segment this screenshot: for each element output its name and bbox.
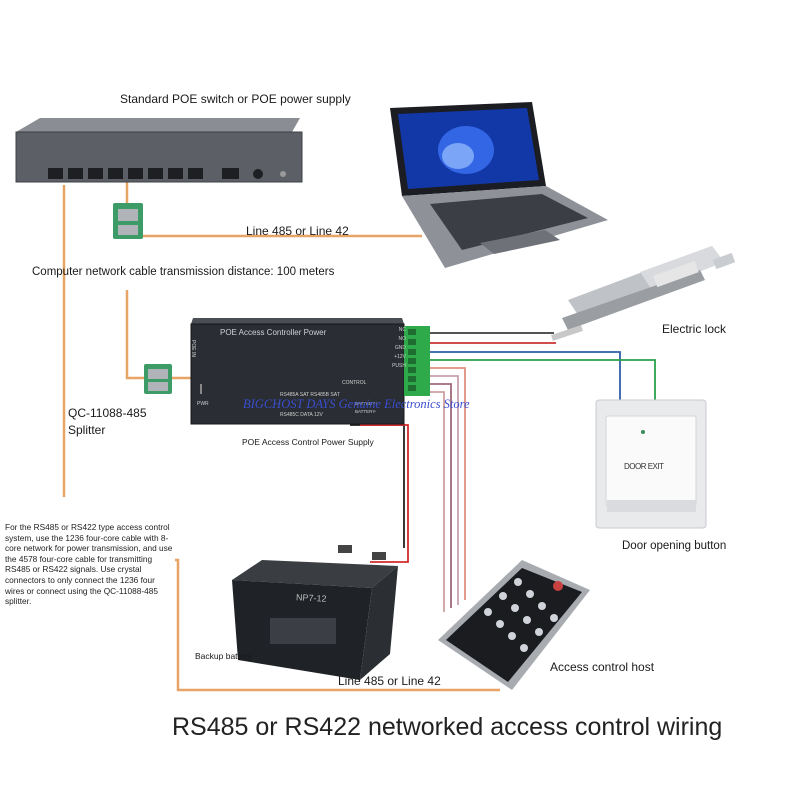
- access-host-label: Access control host: [550, 660, 655, 674]
- store-watermark: BIGCHOST DAYS Genuine Electronics Store: [243, 397, 470, 411]
- orange-cables: [62, 182, 500, 692]
- terminal-label: PUSH: [392, 362, 406, 369]
- line-bottom-label: Line 485 or Line 42: [338, 674, 441, 688]
- controller-side-label-pwr: PWR: [197, 401, 209, 407]
- wiring-note: For the RS485 or RS422 type access contr…: [5, 522, 175, 638]
- signal-wires: [350, 332, 656, 612]
- terminal-label: GND: [394, 344, 406, 351]
- splitter-model-label: QC-11088-485: [68, 406, 147, 420]
- door-exit-button: [595, 399, 707, 529]
- terminal-label: NO: [398, 335, 407, 342]
- poe-switch-label: Standard POE switch or POE power supply: [120, 92, 351, 106]
- electric-lock: [551, 246, 736, 341]
- controller-terminal-labels: NC NO GND +12V PUSH: [386, 326, 406, 371]
- top-splitter: [113, 203, 143, 239]
- electric-lock-label: Electric lock: [662, 322, 727, 336]
- door-button-label: Door opening button: [622, 540, 727, 552]
- poe-switch: [15, 118, 303, 183]
- terminal-label-battery-pos: BATTERY+: [355, 401, 378, 406]
- terminal-label-battery-neg: BATTERY-: [355, 409, 377, 414]
- battery-model-text: NP7-12: [295, 592, 327, 604]
- cable-note-to-host: [175, 558, 500, 692]
- controller-bottom-label-b: RS485C DATA 12V: [280, 412, 323, 418]
- laptop: [390, 102, 608, 268]
- controller-name: POE Access Controller Power: [220, 328, 327, 337]
- cable-to-lower-splitter: [125, 290, 145, 380]
- door-exit-text: DOOR EXIT: [624, 462, 664, 471]
- line-top-label: Line 485 or Line 42: [246, 224, 349, 238]
- terminal-label-control: CONTROL: [342, 380, 367, 386]
- backup-battery-label: Backup battery: [195, 651, 252, 661]
- splitter-word-label: Splitter: [68, 423, 106, 437]
- access-controller: [190, 318, 430, 425]
- terminal-label: +12V: [394, 353, 406, 360]
- controller-bottom-label-a: RS485A SAT RS485B SAT: [280, 392, 340, 398]
- diagram-title: RS485 or RS422 networked access control …: [172, 713, 723, 741]
- controller-side-label-poe: POE IN: [190, 340, 196, 357]
- terminal-label: NC: [398, 327, 406, 333]
- access-keypad: [438, 560, 590, 690]
- backup-battery: [232, 545, 398, 680]
- controller-caption: POE Access Control Power Supply: [242, 437, 374, 447]
- lower-splitter: [144, 364, 172, 394]
- distance-label: Computer network cable transmission dist…: [32, 266, 335, 278]
